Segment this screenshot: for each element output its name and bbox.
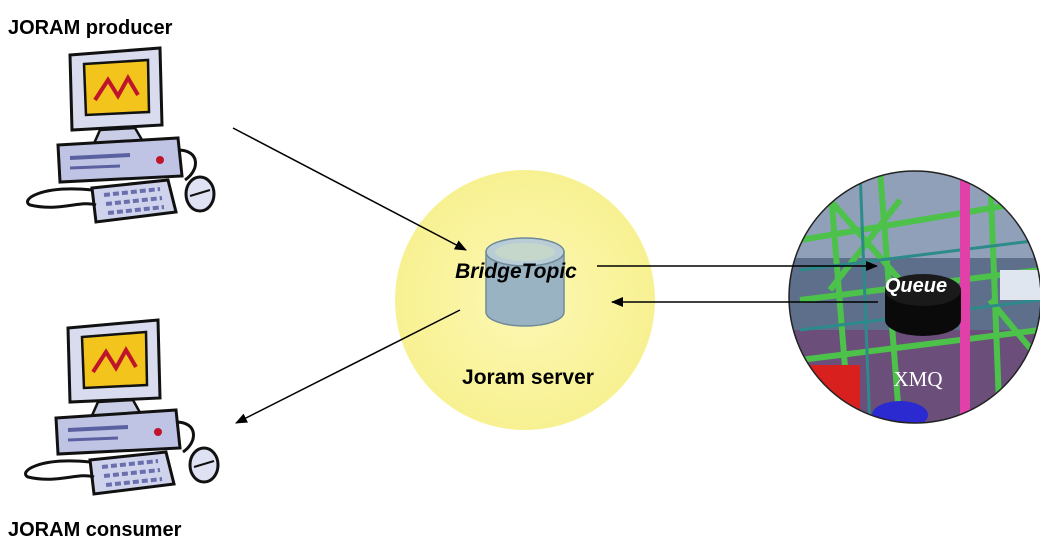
cylinder-icon xyxy=(485,237,565,327)
topic-to-consumer-arrow xyxy=(235,309,461,424)
xmq-server: Queue XMQ xyxy=(788,170,1040,424)
consumer-label: JORAM consumer xyxy=(8,519,182,541)
computer-icon xyxy=(26,46,216,224)
queue-label: Queue xyxy=(885,275,947,297)
xmq-label: XMQ xyxy=(893,367,942,391)
producer-to-topic-arrow xyxy=(232,127,467,251)
cylinder-icon xyxy=(885,274,961,336)
producer-computer: JORAM producer xyxy=(8,17,216,224)
xmq-background-image xyxy=(789,171,1040,423)
computer-icon xyxy=(24,318,220,496)
topic-label: BridgeTopic xyxy=(455,260,577,283)
joram-server: BridgeTopic Joram server xyxy=(395,170,655,430)
consumer-computer: JORAM consumer xyxy=(8,318,220,541)
server-label: Joram server xyxy=(462,366,594,389)
producer-label: JORAM producer xyxy=(8,17,173,39)
